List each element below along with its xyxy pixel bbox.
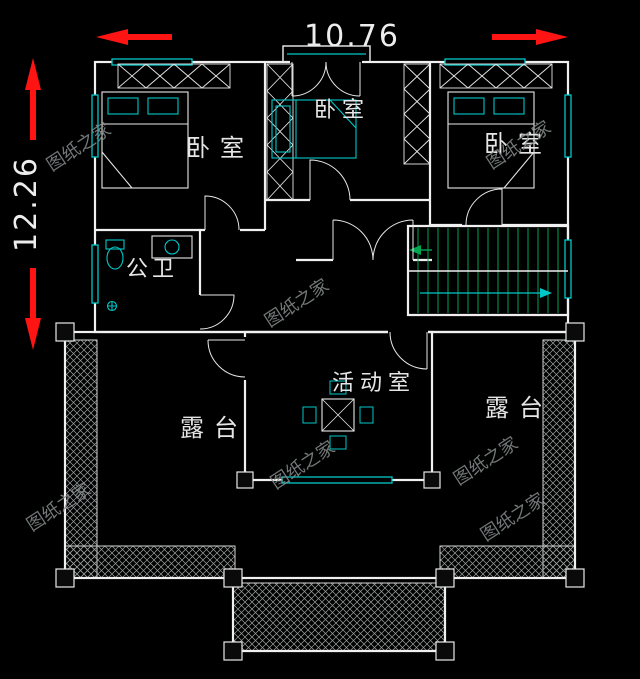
basin-counter-icon	[151, 235, 193, 259]
dimension-width-label: 10.76	[304, 19, 400, 54]
door-arc-icon	[465, 188, 503, 226]
bed-right	[447, 91, 535, 189]
room-label-terrace-right: 露台	[485, 394, 553, 422]
room-label-bathroom: 公卫	[126, 257, 178, 282]
door-arc-icon	[332, 219, 374, 261]
bed-left	[101, 91, 189, 189]
activity-room-outline	[243, 330, 434, 482]
door-arc-icon	[372, 219, 414, 261]
beds	[101, 91, 535, 189]
window-icon	[111, 58, 193, 66]
dimension-height-label: 12.26	[9, 156, 44, 252]
room-label-activity: 活动室	[332, 371, 416, 396]
columns	[55, 322, 585, 661]
stair-direction-arrow-icon	[540, 288, 552, 298]
toilet-tank-icon	[105, 239, 125, 250]
doors	[199, 61, 503, 378]
stair-up-arrow-icon	[409, 245, 421, 255]
room-label-bedroom-left: 卧室	[186, 134, 254, 162]
stairs	[408, 228, 568, 313]
door-arc-icon	[291, 61, 327, 97]
door-arc-icon	[309, 159, 351, 201]
room-label-bedroom-right: 卧室	[484, 130, 552, 158]
room-label-terrace-left: 露台	[180, 414, 248, 442]
column	[565, 568, 585, 588]
dimension-arrow-left-icon	[96, 29, 172, 45]
hatch-areas	[64, 339, 576, 652]
window-icon	[91, 244, 99, 304]
dimension-arrow-right-icon	[492, 29, 568, 45]
watermark-text: 图纸之家	[477, 489, 549, 546]
column	[55, 568, 75, 588]
column	[423, 471, 441, 489]
window-icon	[91, 94, 99, 158]
room-label-bedroom-mid: 卧室	[314, 98, 370, 123]
top-dimension: 10.76	[96, 19, 568, 54]
column	[435, 568, 455, 588]
watermark-text: 图纸之家	[267, 437, 339, 494]
column	[223, 641, 243, 661]
column	[55, 322, 75, 342]
windows	[91, 53, 572, 484]
door-arc-icon	[204, 195, 240, 231]
window-icon	[564, 239, 572, 299]
bed-mid	[271, 99, 357, 159]
window-icon	[281, 476, 393, 484]
dimension-arrow-down-icon	[25, 268, 41, 350]
column	[223, 568, 243, 588]
left-dimension: 12.26	[9, 58, 44, 350]
bathroom-fixtures	[105, 235, 193, 312]
column	[236, 471, 254, 489]
toilet-icon	[106, 246, 124, 270]
door-arc-icon	[199, 294, 235, 330]
column	[565, 322, 585, 342]
watermark-text: 图纸之家	[43, 119, 115, 176]
window-icon	[564, 94, 572, 158]
column	[435, 641, 455, 661]
door-arc-icon	[389, 331, 428, 370]
porch-outline	[231, 578, 447, 653]
dimension-arrow-up-icon	[25, 58, 41, 140]
stairwell-outline	[406, 224, 570, 317]
activity-table	[302, 380, 374, 450]
floor-drain-icon	[106, 300, 118, 312]
sink-icon	[164, 239, 180, 255]
window-icon	[444, 58, 526, 66]
wardrobes	[117, 63, 553, 201]
room-labels: 卧室 卧室 卧室 公卫 活动室 露台 露台	[126, 98, 553, 442]
watermark-text: 图纸之家	[450, 433, 522, 490]
door-arc-icon	[325, 61, 361, 97]
door-arc-icon	[207, 339, 246, 378]
watermark-text: 图纸之家	[261, 275, 333, 332]
